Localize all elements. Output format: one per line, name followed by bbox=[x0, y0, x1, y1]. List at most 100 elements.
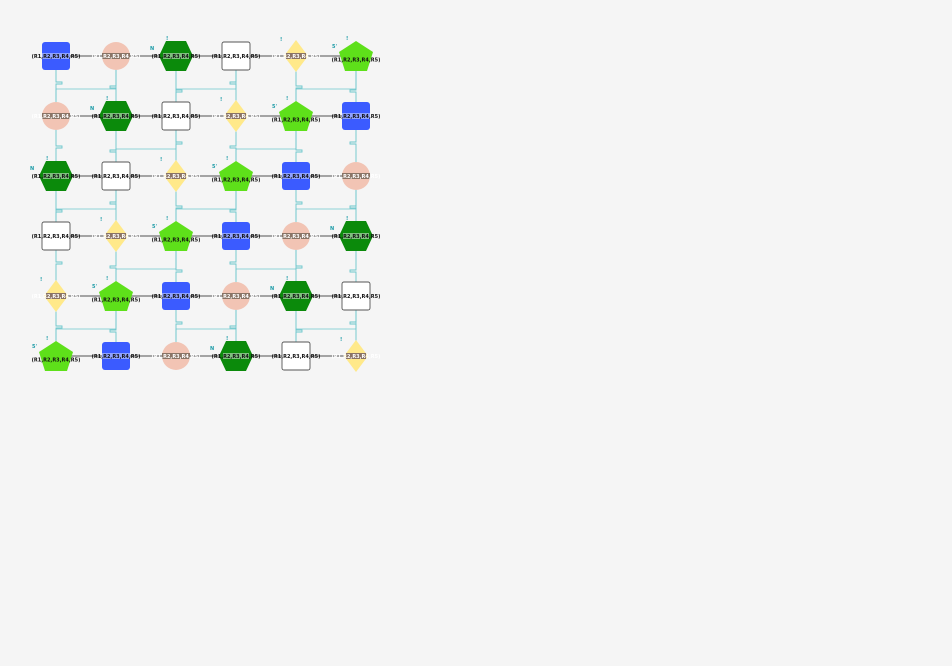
node-label: (R1,R2,R3,R4,R5) bbox=[332, 114, 381, 120]
salmon-node[interactable]: (R1,R2,R3,R4,R5) bbox=[272, 222, 321, 250]
blue-node[interactable]: (R1,R2,R3,R4,R5) bbox=[212, 222, 261, 250]
lime-node[interactable]: (R1,R2,R3,R4,R5) bbox=[212, 161, 261, 191]
connector-link bbox=[229, 248, 237, 284]
node-label: (R1,R2,R3,R4,R5) bbox=[212, 294, 261, 300]
connector-link bbox=[175, 70, 237, 100]
darkgreen-node[interactable]: (R1,R2,R3,R4,R5) bbox=[92, 101, 141, 131]
node-label: (R1,R2,R3,R4,R5) bbox=[272, 174, 321, 180]
darkgreen-node[interactable]: (R1,R2,R3,R4,R5) bbox=[152, 41, 201, 71]
connector-link bbox=[349, 68, 357, 104]
label-band bbox=[346, 353, 366, 359]
label-band bbox=[282, 233, 310, 239]
white-node[interactable]: (R1,R2,R3,R4,R5) bbox=[92, 161, 141, 191]
node-label: (R1,R2,R3,R4,R5) bbox=[332, 354, 381, 360]
node-label: (R1,R2,R3,R4,R5) bbox=[92, 114, 141, 120]
linkage-tag: ! bbox=[166, 36, 168, 42]
connector-link bbox=[175, 308, 183, 344]
yellow-node[interactable]: (R1,R2,R3,R4,R5) bbox=[92, 220, 141, 252]
salmon-node[interactable]: (R1,R2,R3,R4,R5) bbox=[32, 102, 81, 130]
linkage-tag: ! bbox=[226, 156, 228, 162]
darkgreen-node[interactable]: (R1,R2,R3,R4,R5) bbox=[272, 281, 321, 311]
label-band bbox=[286, 53, 306, 59]
salmon-node[interactable]: (R1,R2,R3,R4,R5) bbox=[212, 282, 261, 310]
lime-node[interactable]: (R1,R2,R3,R4,R5) bbox=[272, 101, 321, 131]
linkage-tag: ! bbox=[280, 37, 282, 43]
node-label: (R1,R2,R3,R4,R5) bbox=[92, 54, 141, 60]
lime-pentagon-shape bbox=[159, 221, 193, 251]
label-band bbox=[42, 113, 70, 119]
label-band bbox=[106, 233, 126, 239]
connector-link bbox=[175, 310, 237, 340]
white-square-shape bbox=[221, 41, 251, 71]
connector-link bbox=[175, 68, 183, 104]
lime-node[interactable]: (R1,R2,R3,R4,R5) bbox=[332, 41, 381, 71]
linkage-tag: ! bbox=[46, 156, 48, 162]
yellow-node[interactable]: (R1,R2,R3,R4,R5) bbox=[152, 160, 201, 192]
lime-pentagon-shape bbox=[219, 161, 253, 191]
node-label: (R1,R2,R3,R4,R5) bbox=[92, 174, 141, 180]
linkage-tag: N bbox=[210, 346, 214, 352]
label-band bbox=[226, 113, 246, 119]
yellow-node[interactable]: (R1,R2,R3,R4,R5) bbox=[332, 340, 381, 372]
label-band bbox=[222, 293, 250, 299]
darkgreen-node[interactable]: (R1,R2,R3,R4,R5) bbox=[212, 341, 261, 371]
blue-node[interactable]: (R1,R2,R3,R4,R5) bbox=[152, 282, 201, 310]
white-node[interactable]: (R1,R2,R3,R4,R5) bbox=[152, 101, 201, 131]
node-label: (R1,R2,R3,R4,R5) bbox=[212, 178, 261, 184]
linkage-tag: ! bbox=[286, 96, 288, 102]
white-node[interactable]: (R1,R2,R3,R4,R5) bbox=[332, 281, 381, 311]
node-label: (R1,R2,R3,R4,R5) bbox=[272, 354, 321, 360]
label-band bbox=[342, 173, 370, 179]
lime-node[interactable]: (R1,R2,R3,R4,R5) bbox=[92, 281, 141, 311]
label-band bbox=[102, 353, 130, 359]
connector-link bbox=[349, 128, 357, 164]
label-band bbox=[162, 293, 190, 299]
blue-node[interactable]: (R1,R2,R3,R4,R5) bbox=[272, 162, 321, 190]
connector-link bbox=[295, 70, 357, 100]
connector-link bbox=[55, 190, 117, 220]
connector-link bbox=[235, 250, 297, 280]
linkage-tag: ! bbox=[286, 276, 288, 282]
connector-link bbox=[115, 130, 177, 160]
darkgreen-node[interactable]: (R1,R2,R3,R4,R5) bbox=[32, 161, 81, 191]
blue-node[interactable]: (R1,R2,R3,R4,R5) bbox=[32, 42, 81, 70]
node-label: (R1,R2,R3,R4,R5) bbox=[32, 234, 81, 240]
connector-link bbox=[349, 188, 357, 224]
linkage-tag: ! bbox=[46, 336, 48, 342]
yellow-node[interactable]: (R1,R2,R3,R4,R5) bbox=[32, 280, 81, 312]
white-node[interactable]: (R1,R2,R3,R4,R5) bbox=[272, 341, 321, 371]
linkage-tag: N bbox=[150, 46, 154, 52]
connector-link bbox=[175, 128, 183, 164]
connector-link bbox=[55, 310, 117, 340]
node-label: (R1,R2,R3,R4,R5) bbox=[32, 358, 81, 364]
linkage-tag: 5' bbox=[212, 164, 217, 170]
white-node[interactable]: (R1,R2,R3,R4,R5) bbox=[32, 221, 81, 251]
node-label: (R1,R2,R3,R4,R5) bbox=[152, 174, 201, 180]
node-label: (R1,R2,R3,R4,R5) bbox=[212, 54, 261, 60]
salmon-node[interactable]: (R1,R2,R3,R4,R5) bbox=[92, 42, 141, 70]
connector-link bbox=[109, 188, 117, 224]
white-node[interactable]: (R1,R2,R3,R4,R5) bbox=[212, 41, 261, 71]
darkgreen-node[interactable]: (R1,R2,R3,R4,R5) bbox=[332, 221, 381, 251]
salmon-node[interactable]: (R1,R2,R3,R4,R5) bbox=[332, 162, 381, 190]
label-band bbox=[42, 53, 70, 59]
linkage-tag: ! bbox=[100, 217, 102, 223]
label-band bbox=[166, 173, 186, 179]
label-band bbox=[103, 113, 129, 119]
node-label: (R1,R2,R3,R4,R5) bbox=[32, 294, 81, 300]
blue-node[interactable]: (R1,R2,R3,R4,R5) bbox=[332, 102, 381, 130]
blue-node[interactable]: (R1,R2,R3,R4,R5) bbox=[92, 342, 141, 370]
yellow-node[interactable]: (R1,R2,R3,R4,R5) bbox=[272, 40, 321, 72]
connector-link bbox=[229, 128, 237, 164]
connector-link bbox=[55, 308, 63, 344]
lime-node[interactable]: (R1,R2,R3,R4,R5) bbox=[32, 341, 81, 371]
salmon-node[interactable]: (R1,R2,R3,R4,R5) bbox=[152, 342, 201, 370]
connector-link bbox=[295, 188, 303, 224]
node-label: (R1,R2,R3,R4,R5) bbox=[212, 234, 261, 240]
yellow-node[interactable]: (R1,R2,R3,R4,R5) bbox=[212, 100, 261, 132]
connector-link bbox=[55, 128, 63, 164]
lime-node[interactable]: (R1,R2,R3,R4,R5) bbox=[152, 221, 201, 251]
connector-link bbox=[235, 130, 297, 160]
connector-link bbox=[175, 248, 183, 284]
white-square-shape bbox=[41, 221, 71, 251]
